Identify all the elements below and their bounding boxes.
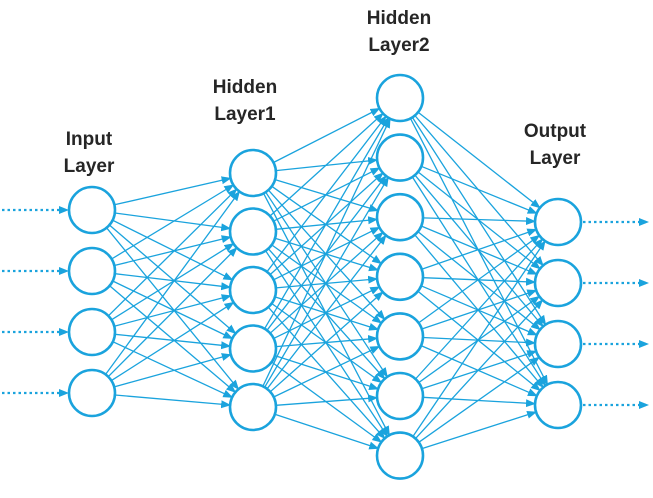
edge-input-1-hidden1-2 (114, 212, 232, 232)
edge-hidden2-3-output-3 (417, 231, 541, 331)
hidden-layer2-label-line2: Layer2 (368, 35, 430, 56)
hidden1-neuron-5 (228, 382, 278, 432)
hidden2-neuron-1 (375, 73, 425, 123)
io-arrows (2, 206, 649, 409)
edge-hidden2-5-output-4 (420, 345, 538, 397)
output-neuron-2 (533, 258, 583, 308)
hidden1-neuron-4 (228, 324, 278, 373)
neurons (67, 73, 583, 480)
input-layer-label: Input Layer (24, 126, 154, 180)
hidden2-neuron-7 (375, 431, 425, 480)
hidden-layer2-label: Hidden Layer2 (334, 5, 464, 59)
edge-hidden1-5-hidden2-2 (264, 176, 389, 388)
edge-input-4-hidden1-4 (114, 353, 232, 388)
edge-input-1-hidden1-5 (106, 227, 240, 390)
edge-input-4-hidden1-3 (111, 301, 235, 382)
edge-input-4-hidden1-2 (107, 247, 238, 378)
hidden-layer1-label: Hidden Layer1 (180, 74, 310, 128)
output-layer-label-line2: Layer (529, 148, 581, 169)
output-layer-label-line1: Output (523, 121, 587, 142)
edge-hidden1-5-hidden2-1 (262, 117, 391, 387)
edge-hidden1-5-hidden2-5 (273, 345, 381, 398)
edge-input-2-hidden1-2 (114, 235, 232, 267)
edge-hidden1-5-hidden2-3 (266, 234, 387, 390)
edge-hidden1-2-hidden2-1 (269, 112, 384, 217)
edge-input-2-hidden1-1 (111, 184, 235, 260)
hidden2-neuron-6 (375, 371, 425, 421)
hidden2-neuron-3 (375, 192, 425, 242)
hidden1-neuron-2 (228, 207, 278, 256)
edge-hidden1-1-hidden2-1 (273, 107, 381, 164)
edge-input-4-hidden1-1 (105, 190, 240, 375)
edge-hidden1-3-hidden2-1 (266, 115, 387, 273)
edge-hidden2-6-output-1 (415, 238, 544, 380)
output-neuron-1 (533, 197, 583, 247)
input-layer-label-line2: Layer (63, 156, 115, 177)
output-neuron-3 (533, 319, 583, 369)
edge-input-3-hidden1-2 (111, 243, 235, 321)
hidden-layer2-label-line1: Hidden (366, 8, 432, 29)
input-layer-label-line1: Input (65, 129, 113, 150)
edge-hidden2-7-output-1 (412, 240, 546, 437)
connections (105, 107, 549, 450)
hidden2-neuron-2 (375, 133, 425, 182)
edge-hidden2-4-output-4 (417, 290, 541, 392)
edge-input-3-hidden1-5 (112, 341, 234, 398)
output-neuron-4 (533, 380, 583, 430)
edge-hidden1-4-hidden2-1 (264, 116, 389, 330)
edge-hidden2-5-output-1 (418, 234, 541, 324)
edge-hidden2-1-output-1 (417, 111, 541, 209)
hidden2-neuron-4 (375, 252, 425, 302)
edge-hidden2-2-output-2 (417, 171, 541, 270)
edge-hidden2-2-output-1 (421, 165, 538, 214)
edge-input-2-hidden1-4 (112, 280, 234, 340)
edge-input-1-hidden1-3 (112, 219, 234, 281)
output-layer-label: Output Layer (490, 118, 620, 172)
edge-hidden2-7-output-3 (418, 356, 541, 443)
edge-hidden2-4-output-1 (421, 228, 538, 270)
hidden1-neuron-1 (228, 148, 278, 198)
edge-input-2-hidden1-3 (114, 273, 232, 291)
edge-hidden2-7-output-4 (421, 410, 538, 450)
edge-hidden1-5-hidden2-6 (275, 394, 379, 406)
edge-hidden2-7-output-2 (415, 299, 544, 440)
edge-hidden1-5-hidden2-7 (274, 413, 380, 450)
edge-input-3-hidden1-3 (114, 294, 232, 327)
input-neuron-3 (67, 307, 117, 357)
edge-input-1-hidden1-4 (108, 224, 237, 335)
hidden-layer1-label-line2: Layer1 (214, 104, 276, 125)
edge-input-3-hidden1-4 (114, 333, 232, 350)
hidden-layer1-label-line1: Hidden (212, 77, 278, 98)
input-neuron-2 (67, 246, 117, 296)
edge-input-1-hidden1-1 (114, 176, 232, 206)
input-neuron-1 (67, 185, 117, 235)
input-neuron-4 (67, 368, 117, 418)
edge-input-2-hidden1-5 (109, 285, 237, 393)
edge-hidden1-5-hidden2-4 (269, 291, 384, 393)
edge-hidden2-3-output-1 (422, 217, 536, 226)
hidden1-neuron-3 (228, 265, 278, 315)
edge-input-3-hidden1-1 (107, 188, 238, 317)
edge-input-4-hidden1-5 (114, 394, 232, 409)
hidden2-neuron-5 (375, 312, 425, 361)
